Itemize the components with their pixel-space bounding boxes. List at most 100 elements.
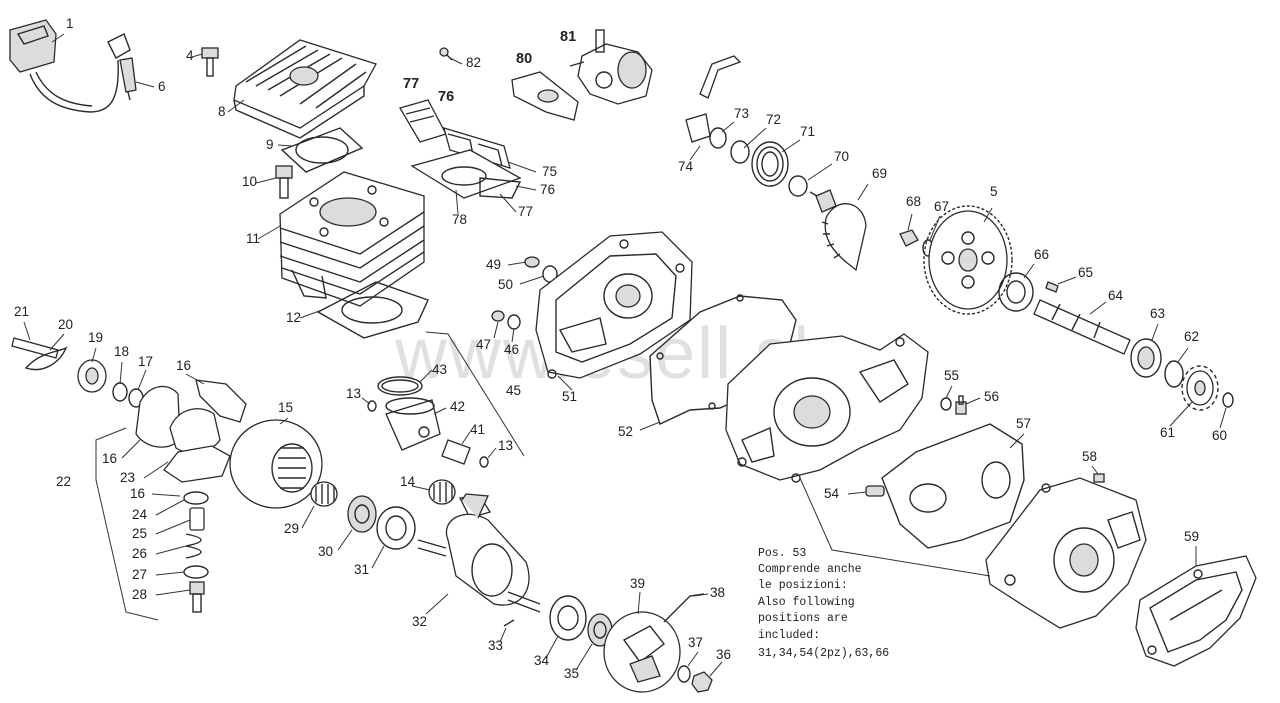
callout-21: 21 (14, 304, 29, 319)
callout-34: 34 (534, 653, 550, 668)
bearing-18-17 (112, 382, 144, 408)
callout-76: 76 (438, 89, 454, 105)
crankcase-right-half (725, 333, 929, 483)
callout-80: 80 (516, 51, 532, 67)
bracket-22 (95, 427, 159, 621)
needle-bearing-14 (428, 479, 456, 505)
callout-16: 16 (130, 486, 145, 501)
key-33 (503, 619, 515, 627)
note-line: le posizioni: (758, 579, 848, 592)
callout-47: 47 (476, 337, 491, 352)
callout-31: 31 (354, 562, 369, 577)
kickstart-spring (751, 141, 808, 197)
callout-70: 70 (834, 149, 849, 164)
callout-20: 20 (58, 317, 73, 332)
bearing-63 (1130, 338, 1184, 388)
reed-valve-assembly (399, 47, 522, 199)
callout-18: 18 (114, 344, 129, 359)
callout-58: 58 (1082, 449, 1097, 464)
callout-4: 4 (186, 48, 194, 63)
callout-63: 63 (1150, 306, 1165, 321)
callout-33: 33 (488, 638, 503, 653)
callout-29: 29 (284, 521, 299, 536)
nut-68 (899, 229, 934, 257)
callout-6: 6 (158, 79, 166, 94)
callout-26: 26 (132, 546, 147, 561)
callout-9: 9 (266, 137, 274, 152)
callout-46: 46 (504, 342, 519, 357)
callout-57: 57 (1016, 416, 1031, 431)
ignition-cover (1135, 555, 1257, 667)
bearing-31 (376, 506, 416, 550)
bearing-66 (998, 272, 1059, 312)
leader-lines (23, 33, 1227, 677)
callout-23: 23 (120, 470, 135, 485)
callout-55: 55 (944, 368, 959, 383)
crankshaft (417, 493, 541, 613)
callout-59: 59 (1184, 529, 1199, 544)
kickstart-lever (685, 55, 750, 164)
callout-65: 65 (1078, 265, 1093, 280)
callout-37: 37 (688, 635, 703, 650)
note-line: positions are (758, 612, 848, 625)
output-shaft (1033, 299, 1131, 355)
callout-13: 13 (346, 386, 361, 401)
needle-bearing-29 (310, 481, 338, 507)
bolt-4 (201, 47, 219, 77)
note-line: Also following (758, 596, 855, 609)
note-line: Comprende anche (758, 563, 862, 576)
callout-45: 45 (506, 383, 521, 398)
callout-54: 54 (824, 486, 840, 501)
callout-5: 5 (990, 184, 998, 199)
callout-81: 81 (560, 29, 576, 45)
head-gasket (280, 127, 364, 173)
callout-75: 75 (542, 164, 557, 179)
clutch-bell (229, 419, 323, 509)
clutch-spring-19 (77, 359, 107, 393)
callout-82: 82 (466, 55, 481, 70)
callout-76: 76 (540, 182, 555, 197)
callout-38: 38 (710, 585, 725, 600)
callout-73: 73 (734, 106, 749, 121)
callout-30: 30 (318, 544, 333, 559)
callout-62: 62 (1184, 329, 1199, 344)
kickstart-quadrant (809, 189, 867, 272)
callout-74: 74 (678, 159, 694, 174)
circlip-13 (367, 400, 489, 468)
piston-ring (377, 376, 423, 396)
callout-60: 60 (1212, 428, 1227, 443)
crankcase-left-half (535, 231, 693, 379)
callout-68: 68 (906, 194, 921, 209)
callout-1: 1 (66, 16, 74, 31)
nut-47-46 (491, 310, 521, 330)
callout-25: 25 (132, 526, 147, 541)
callout-49: 49 (486, 257, 501, 272)
clutch-housing (985, 477, 1147, 629)
callout-35: 35 (564, 666, 579, 681)
callout-71: 71 (800, 124, 815, 139)
callout-8: 8 (218, 104, 226, 119)
note-line: included: (758, 629, 820, 642)
bearing-34 (549, 595, 587, 641)
screw-55-56 (940, 395, 967, 415)
callout-56: 56 (984, 389, 999, 404)
bracket-45 (425, 331, 525, 457)
callout-14: 14 (400, 474, 416, 489)
callout-77: 77 (403, 76, 419, 92)
callout-22: 22 (56, 474, 71, 489)
stator-plate (603, 593, 705, 693)
base-gasket (316, 281, 429, 339)
callout-10: 10 (242, 174, 257, 189)
callout-27: 27 (132, 567, 147, 582)
callout-64: 64 (1108, 288, 1124, 303)
cylinder (279, 171, 425, 307)
callout-78: 78 (452, 212, 467, 227)
primary-gear (923, 205, 1013, 315)
callout-11: 11 (246, 231, 260, 246)
callout-69: 69 (872, 166, 887, 181)
piston (385, 397, 441, 451)
spring-stack (183, 491, 209, 613)
callout-42: 42 (450, 399, 465, 414)
washer-37 (677, 665, 691, 683)
